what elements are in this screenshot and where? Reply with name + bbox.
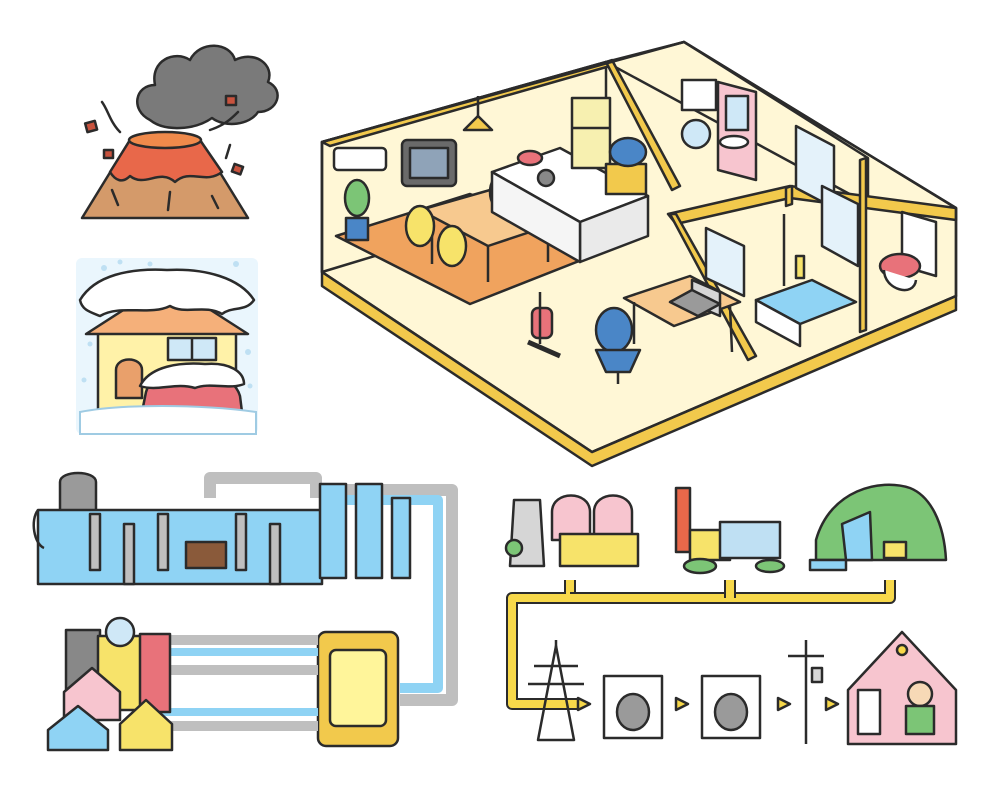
power-supply-chain-icon [504,483,958,746]
apartment-cutaway-icon [320,40,958,468]
water-treatment-icon [32,471,458,752]
snowed-house-icon [76,258,258,435]
volcano-icon [80,44,279,220]
